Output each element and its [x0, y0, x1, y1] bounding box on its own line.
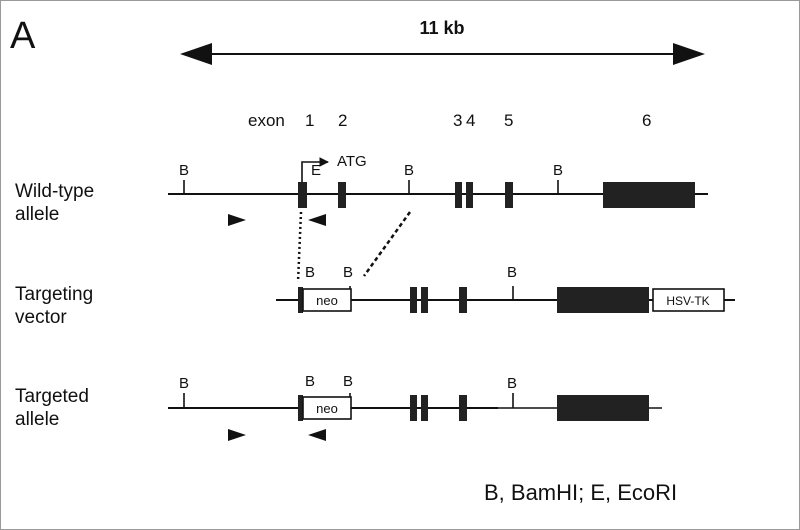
wt-site-e: E	[311, 162, 321, 179]
wt-exon-6	[603, 182, 695, 208]
wt-primer-forward	[228, 214, 246, 226]
tgt-neo-label: neo	[316, 401, 338, 416]
wt-site-b1: B	[179, 162, 189, 179]
tgt-neo-cassette	[302, 396, 352, 420]
start-codon-label: ATG	[337, 153, 367, 170]
vec-exon-5	[459, 287, 467, 313]
wt-exon-1	[298, 182, 307, 208]
wt-site-b3: B	[553, 162, 563, 179]
wt-exon-4	[466, 182, 473, 208]
vector-label-line1: Targeting	[15, 284, 93, 305]
wt-site-b2: B	[404, 162, 414, 179]
tgt-exon-4	[421, 395, 428, 421]
homology-guide-left	[296, 211, 303, 283]
vec-exon-6	[557, 287, 649, 313]
start-arrow	[301, 157, 329, 182]
vec-site-b1: B	[305, 264, 315, 281]
tgt-primer-forward	[228, 429, 246, 441]
wt-exon-5	[505, 182, 513, 208]
vec-hsvtk-label: HSV-TK	[666, 294, 709, 308]
wildtype-label-line1: Wild-type	[15, 181, 94, 202]
exon-prefix: exon	[248, 111, 285, 130]
wildtype-label-line2: allele	[15, 204, 59, 225]
exon-number-1: 1	[305, 111, 314, 130]
wt-primer-reverse	[308, 214, 326, 226]
panel-label: A	[10, 15, 36, 57]
homology-guide-right	[362, 211, 412, 277]
legend: B, BamHI; E, EcoRI	[484, 480, 677, 505]
scale-bar	[180, 43, 705, 65]
wt-exon-2	[338, 182, 346, 208]
vec-neo-cassette	[302, 288, 352, 312]
exon-number-5: 5	[504, 111, 513, 130]
tgt-site-b4: B	[507, 375, 517, 392]
exon-number-6: 6	[642, 111, 651, 130]
tgt-site-b3: B	[343, 373, 353, 390]
vec-exon-3	[410, 287, 417, 313]
tgt-primer-reverse	[308, 429, 326, 441]
exon-number-3: 3	[453, 111, 462, 130]
targeted-label-line2: allele	[15, 409, 59, 430]
tgt-exon-6	[557, 395, 649, 421]
targeted-label-line1: Targeted	[15, 386, 89, 407]
vec-site-b3: B	[507, 264, 517, 281]
exon-number-4: 4	[466, 111, 475, 130]
vec-neo-label: neo	[316, 293, 338, 308]
exon-number-2: 2	[338, 111, 347, 130]
tgt-site-b1: B	[179, 375, 189, 392]
exon-header: exon 1 2 3 4 5 6	[248, 111, 651, 130]
tgt-site-b2: B	[305, 373, 315, 390]
wt-exon-3	[455, 182, 462, 208]
tgt-exon-3	[410, 395, 417, 421]
targeting-vector	[276, 286, 735, 313]
scale-label: 11 kb	[419, 18, 464, 38]
vec-site-b2: B	[343, 264, 353, 281]
vec-exon-4	[421, 287, 428, 313]
vector-label-line2: vector	[15, 307, 67, 328]
targeted-allele	[168, 393, 662, 441]
tgt-exon-5	[459, 395, 467, 421]
vec-hsvtk-cassette	[652, 288, 725, 312]
wildtype-allele	[168, 157, 708, 226]
